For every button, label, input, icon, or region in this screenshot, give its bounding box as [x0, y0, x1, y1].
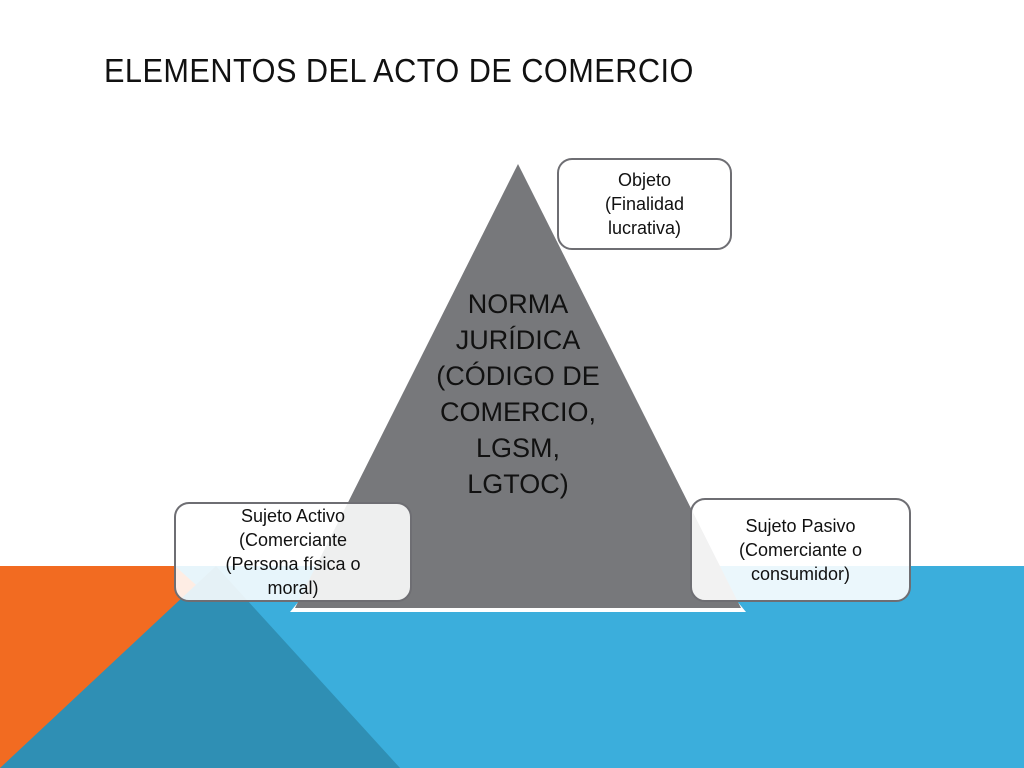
blue-band — [175, 566, 1024, 768]
callout-line: (Comerciante o — [738, 540, 863, 560]
pyramid-line: LGSM, — [475, 433, 561, 463]
callout-line: (Comerciante — [238, 530, 348, 550]
pyramid-line: COMERCIO, — [439, 397, 596, 427]
dark-blue-triangle — [0, 566, 400, 768]
callout-line: lucrativa) — [607, 218, 682, 238]
callout-line: (Persona física o — [225, 554, 361, 574]
pyramid-triangle — [295, 164, 741, 608]
callout-line: (Finalidad — [604, 194, 685, 214]
callout-line: Objeto — [617, 170, 672, 190]
callout-sujeto-pasivo: Sujeto Pasivo (Comerciante o consumidor) — [690, 498, 911, 602]
pyramid-line: JURÍDICA — [455, 325, 581, 355]
pyramid-line: (CÓDIGO DE — [436, 361, 600, 391]
pyramid-label: NORMA JURÍDICA (CÓDIGO DE COMERCIO, LGSM… — [400, 286, 636, 502]
callout-objeto: Objeto (Finalidad lucrativa) — [557, 158, 732, 250]
pyramid-line: NORMA — [467, 289, 569, 319]
callout-line: moral) — [267, 578, 319, 598]
callout-line: consumidor) — [750, 564, 851, 584]
callout-line: Sujeto Activo — [240, 506, 346, 526]
pyramid-line: LGTOC) — [467, 469, 569, 499]
slide-title: ELEMENTOS DEL ACTO DE COMERCIO — [104, 52, 694, 89]
callout-sujeto-activo: Sujeto Activo (Comerciante (Persona físi… — [174, 502, 412, 602]
callout-line: Sujeto Pasivo — [745, 516, 856, 536]
